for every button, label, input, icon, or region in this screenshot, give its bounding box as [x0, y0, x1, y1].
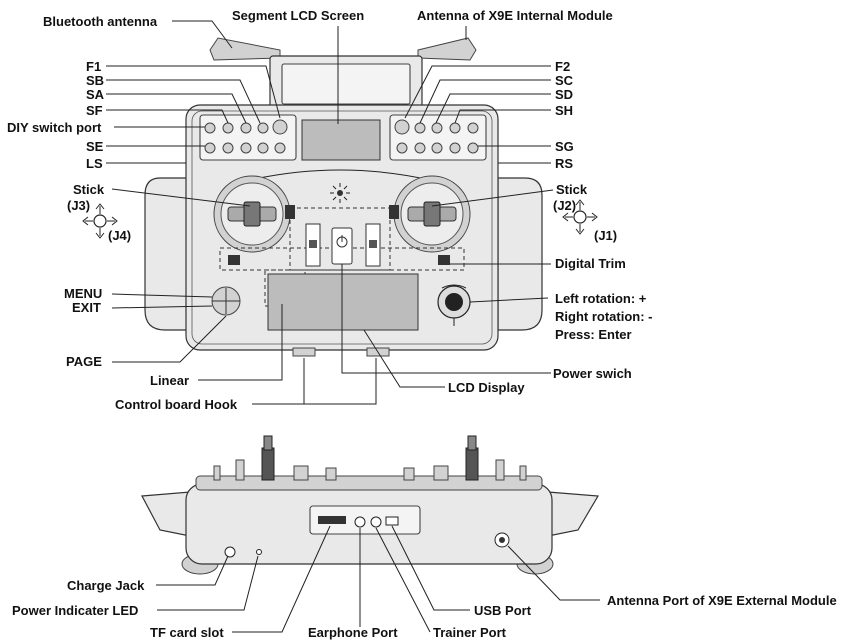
lcd-display	[267, 273, 419, 331]
bottom-left-stick-top	[261, 435, 275, 481]
label-sd: SD	[555, 87, 573, 102]
label-rs: RS	[555, 156, 573, 171]
menu-exit-page-buttons	[211, 286, 241, 316]
label-trainer-port: Trainer Port	[433, 625, 507, 640]
right-switch-knobs	[394, 119, 479, 154]
label-segment-lcd: Segment LCD Screen	[232, 8, 364, 23]
bluetooth-antenna	[209, 37, 281, 61]
label-ls: LS	[86, 156, 103, 171]
label-power-switch: Power swich	[553, 366, 632, 381]
center-contour	[249, 169, 431, 181]
label-right-rotation: Right rotation: -	[555, 309, 652, 324]
segment-lcd-frame	[281, 63, 411, 105]
label-menu: MENU	[64, 286, 102, 301]
label-j2: (J2)	[553, 198, 576, 213]
label-charge-jack: Charge Jack	[67, 578, 145, 593]
label-digital-trim: Digital Trim	[555, 256, 626, 271]
label-power-indicator-led: Power Indicater LED	[12, 603, 138, 618]
label-lcd-display: LCD Display	[448, 380, 525, 395]
label-left-rotation: Left rotation: +	[555, 291, 647, 306]
label-stick-right: Stick	[556, 182, 588, 197]
label-control-board-hook: Control board Hook	[115, 397, 238, 412]
segment-lcd-screen	[301, 119, 381, 161]
label-stick-left: Stick	[73, 182, 105, 197]
label-tf-card-slot: TF card slot	[150, 625, 224, 640]
label-f2: F2	[555, 59, 570, 74]
label-sc: SC	[555, 73, 574, 88]
power-switch-button	[331, 227, 353, 265]
label-antenna-internal: Antenna of X9E Internal Module	[417, 8, 613, 23]
label-antenna-external: Antenna Port of X9E External Module	[607, 593, 837, 608]
bottom-left-wing	[141, 491, 191, 537]
label-j1: (J1)	[594, 228, 617, 243]
tf-card-slot	[318, 516, 346, 524]
right-switch-panel	[389, 114, 487, 161]
digital-trim-left	[228, 205, 295, 265]
label-usb-port: USB Port	[474, 603, 532, 618]
label-exit: EXIT	[72, 300, 101, 315]
label-j4: (J4)	[108, 228, 131, 243]
right-stick-direction-arrows-icon	[562, 199, 598, 235]
label-sf: SF	[86, 103, 103, 118]
label-sb: SB	[86, 73, 104, 88]
bottom-switch-tops	[213, 459, 527, 481]
label-earphone-port: Earphone Port	[308, 625, 398, 640]
right-stick-gimbal	[393, 175, 471, 253]
digital-trim-right	[389, 205, 450, 265]
label-bluetooth-antenna: Bluetooth antenna	[43, 14, 158, 29]
label-f1: F1	[86, 59, 101, 74]
label-sa: SA	[86, 87, 105, 102]
right-grip	[497, 177, 543, 331]
label-sg: SG	[555, 139, 574, 154]
label-diy-switch-port: DIY switch port	[7, 120, 102, 135]
left-grip	[144, 177, 191, 331]
linear-sliders	[305, 223, 381, 267]
label-sh: SH	[555, 103, 573, 118]
left-stick-gimbal	[213, 175, 291, 253]
earphone-port	[354, 516, 366, 528]
left-stick-direction-arrows-icon	[82, 203, 118, 239]
internal-module-antenna	[417, 37, 477, 61]
power-indicator-led	[256, 549, 262, 555]
charge-jack	[224, 546, 236, 558]
bottom-view-leader-lines	[156, 525, 600, 633]
usb-port	[385, 516, 399, 526]
top-view	[82, 20, 598, 405]
bottom-top-rail	[195, 475, 543, 491]
label-se: SE	[86, 139, 104, 154]
label-j3: (J3)	[67, 198, 90, 213]
labels: Bluetooth antenna Segment LCD Screen Ant…	[7, 8, 837, 640]
bottom-right-stick-top	[465, 435, 479, 481]
bottom-view	[141, 435, 600, 633]
top-view-leader-lines	[106, 20, 554, 405]
label-page: PAGE	[66, 354, 102, 369]
label-linear: Linear	[150, 373, 189, 388]
center-trim-region	[289, 207, 391, 271]
label-press-enter: Press: Enter	[555, 327, 632, 342]
trainer-port	[370, 516, 382, 528]
control-board-hook-left	[292, 347, 316, 357]
bottom-right-wing	[547, 491, 600, 537]
indicator-light-icon	[330, 183, 350, 203]
